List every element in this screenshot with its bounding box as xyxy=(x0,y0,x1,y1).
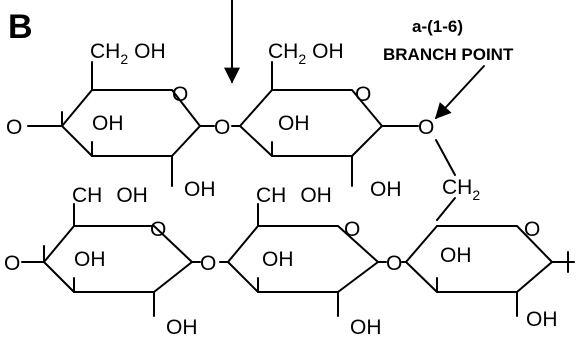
bottom-ring-1-hydroxyl-lower: OH xyxy=(166,316,198,339)
branch-ch2-carbon: C xyxy=(442,176,457,199)
ch2oh-1-carbon: C xyxy=(90,40,105,63)
top-left-terminal-oxygen: O xyxy=(6,116,22,139)
bottom-ring-2-hydroxyl-lower: OH xyxy=(350,316,382,339)
bottom-ring-2-oxygen: O xyxy=(344,218,360,241)
top-ring-1-hydroxyl-inner: OH xyxy=(92,112,124,135)
bottom-ring-2-ch-oh: CH OH xyxy=(256,184,332,207)
bottom-ring-3-oxygen: O xyxy=(524,218,540,241)
bottom-ring-1-oxygen: O xyxy=(150,218,166,241)
bottom-ring-2-vertical-bonds xyxy=(257,203,339,317)
bottom-ring-1 xyxy=(43,225,193,293)
top-ring-1-oxygen: O xyxy=(172,83,188,106)
ch2oh-2-hydroxyl: OH xyxy=(312,40,344,63)
top-ring-2-hydroxyl-lower: OH xyxy=(370,178,402,201)
bottom-ch-2-carbon: C xyxy=(256,184,271,207)
branch-ch2-hydrogen: H xyxy=(457,176,472,199)
bottom-glycosidic-oxygen-1: O xyxy=(200,252,216,275)
branch-ch2-bonds xyxy=(435,139,456,221)
bottom-glycosidic-oxygen-2: O xyxy=(386,252,402,275)
bottom-ring-3-hydroxyl-lower: OH xyxy=(526,308,558,331)
bottom-ch-2-hydrogen: H xyxy=(271,184,286,207)
top-ring-2-vertical-bonds xyxy=(271,61,353,187)
branch-ch2-subscript: 2 xyxy=(472,187,480,203)
bottom-ch-1-carbon: C xyxy=(72,184,87,207)
ch2oh-1-hydrogen: H xyxy=(105,40,120,63)
bottom-left-terminal-oxygen: O xyxy=(4,252,20,275)
ch2oh-2-carbon: C xyxy=(268,40,283,63)
bottom-ring-1-hydroxyl-inner: OH xyxy=(74,248,106,271)
top-ring-2-hydroxyl-inner: OH xyxy=(278,112,310,135)
top-glycosidic-oxygen: O xyxy=(214,116,230,139)
top-ring-1-vertical-bonds xyxy=(61,61,173,187)
top-ring-1-ch2oh: CH2 OH xyxy=(90,40,166,67)
bottom-ch-1-hydroxyl: OH xyxy=(116,184,148,207)
top-ring-2-ch2oh: CH2 OH xyxy=(268,40,344,67)
branch-point-label: BRANCH POINT xyxy=(383,45,514,64)
ch2oh-2-hydrogen: H xyxy=(283,40,298,63)
ch2oh-2-subscript: 2 xyxy=(298,51,306,67)
bottom-ch-2-hydroxyl: OH xyxy=(300,184,332,207)
bottom-ch-1-hydrogen: H xyxy=(87,184,102,207)
ch2oh-1-hydroxyl: OH xyxy=(134,40,166,63)
bottom-ring-1-ch-oh: CH OH xyxy=(72,184,148,207)
bottom-ring-3-vertical-bonds xyxy=(436,251,575,317)
branch-ch2: CH2 xyxy=(442,176,480,203)
bottom-ring-2-hydroxyl-inner: OH xyxy=(262,248,294,271)
bottom-ring-3-hydroxyl-inner: OH xyxy=(440,244,472,267)
panel-label: B xyxy=(8,8,33,46)
branch-point-oxygen: O xyxy=(418,116,434,139)
top-ring-1-hydroxyl-lower: OH xyxy=(184,178,216,201)
branch-linkage-label: a-(1-6) xyxy=(412,17,463,36)
top-ring-2-oxygen: O xyxy=(355,83,371,106)
ch2oh-1-subscript: 2 xyxy=(120,51,128,67)
branch-point-arrow xyxy=(434,65,485,120)
bottom-ring-1-vertical-bonds xyxy=(43,203,155,317)
